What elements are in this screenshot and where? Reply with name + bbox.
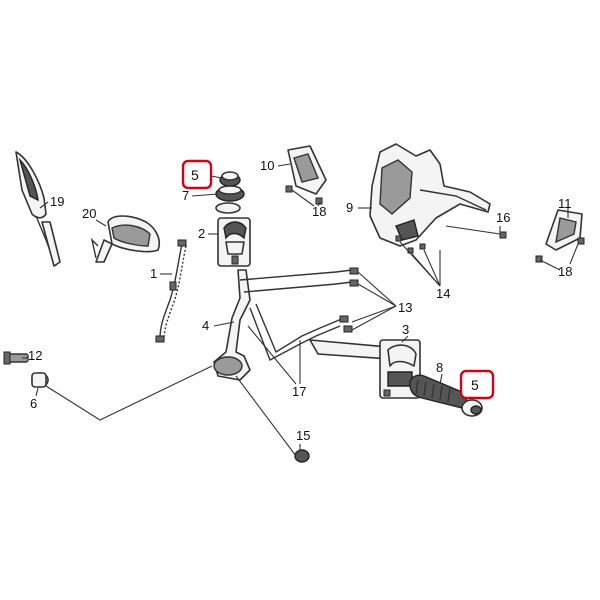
- highlight-callout-5-right: 5: [459, 369, 495, 400]
- callout-11: 11: [558, 196, 572, 211]
- part-16-screw: [499, 231, 507, 239]
- callout-18-top: 18: [312, 204, 326, 219]
- callout-4: 4: [202, 318, 209, 333]
- callout-8: 8: [436, 360, 443, 375]
- callout-9: 9: [346, 200, 353, 215]
- callout-18-right: 18: [558, 264, 572, 279]
- part-9-front-cover: [369, 143, 491, 247]
- part-11-bracket: [535, 209, 585, 263]
- callout-16: 16: [496, 210, 510, 225]
- part-19-left-mirror: [15, 151, 61, 267]
- callout-19: 19: [50, 194, 64, 209]
- callout-12: 12: [28, 348, 42, 363]
- part-1-throttle-cable: [155, 239, 187, 343]
- part-10-bracket: [285, 145, 327, 205]
- callout-6: 6: [30, 396, 37, 411]
- callout-13: 13: [398, 300, 412, 315]
- part-13-bolts: [339, 267, 359, 333]
- callout-20: 20: [82, 206, 96, 221]
- callout-1: 1: [150, 266, 157, 281]
- part-5-bar-end: [461, 399, 483, 417]
- callout-5-top: 5: [191, 167, 199, 183]
- callout-5-right: 5: [471, 377, 479, 393]
- callout-7: 7: [182, 188, 189, 203]
- callout-10: 10: [260, 158, 274, 173]
- part-8-grip: [409, 374, 468, 409]
- callout-3: 3: [402, 322, 409, 337]
- callout-2: 2: [198, 226, 205, 241]
- part-15-nut: [294, 449, 310, 463]
- callout-14: 14: [436, 286, 450, 301]
- highlight-callout-5-top: 5: [181, 159, 223, 190]
- callout-15: 15: [296, 428, 310, 443]
- part-20-right-mirror: [90, 215, 161, 263]
- part-4-handlebar: [213, 269, 405, 381]
- part-7-throttle-collar: [215, 171, 245, 214]
- callout-17: 17: [292, 384, 306, 399]
- part-6-weight: [31, 372, 49, 388]
- part-2-throttle-housing: [217, 217, 251, 267]
